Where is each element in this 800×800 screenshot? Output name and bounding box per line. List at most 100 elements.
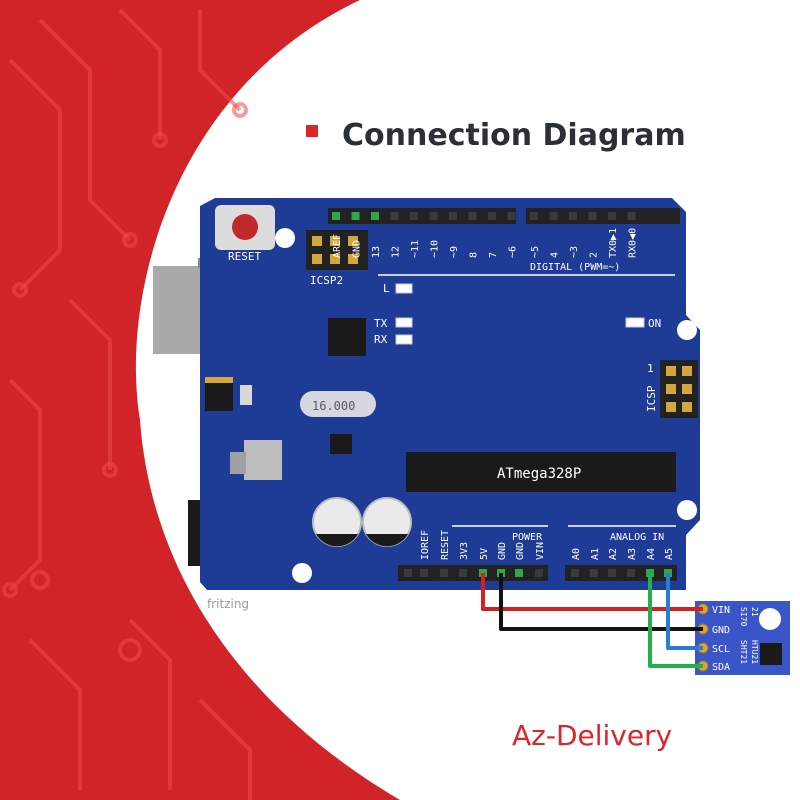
digital-pin-label: 12 [391,246,402,258]
digital-pin-socket [351,212,360,220]
digital-pin-socket [507,212,516,220]
digital-pin-label: RX0◀0 [628,228,639,258]
power-pin-label: 3V3 [459,542,470,560]
title-bullet [306,125,318,137]
analog-pin-socket [571,569,579,577]
digital-pin-socket [530,212,538,220]
analog-pin-label: A1 [590,548,601,560]
wires [481,573,703,668]
brand-logo: Az-Delivery [512,719,672,752]
analog-pin-label: A3 [627,548,638,560]
analog-pin-socket [608,569,616,577]
analog-pin-socket [627,569,635,577]
page-title: Connection Diagram [342,118,686,153]
digital-pin-label: ~9 [449,246,460,258]
analog-pin-label: A5 [664,548,675,560]
digital-pin-socket [608,212,616,220]
power-label: POWER [512,532,543,543]
resistor [240,385,252,405]
red-background [0,0,400,800]
digital-pin-socket [332,212,340,220]
power-pin-label: RESET [440,530,451,560]
digital-header-right [526,208,680,224]
reset-button-cap[interactable] [232,214,258,240]
analog-pin-label: A0 [571,548,582,560]
icsp2-header [306,230,368,270]
sensor-mount-hole [759,608,781,630]
led-l [395,283,413,294]
digital-pin-socket [429,212,438,220]
atmega-chip [406,452,676,492]
digital-pin-socket [488,212,496,220]
circuit-pads [2,102,248,662]
analog-label: ANALOG IN [610,532,664,543]
digital-pin-socket [588,212,597,220]
power-pin-label: IOREF [420,530,431,560]
analog-pin-socket [590,569,598,577]
power-pin-label: VIN [535,542,546,560]
digital-pin-label: ~3 [569,246,580,258]
digital-pin-label: TX0▶1 [608,228,619,258]
power-pin-label: 5V [479,548,490,560]
wire-blue [666,573,703,650]
led-rx-label: RX [374,333,388,346]
sensor-pin-label: SDA [712,662,730,673]
digital-label: DIGITAL (PWM=~) [530,262,620,273]
chip-label: ATmega328P [497,466,581,482]
digital-pin-sockets [332,212,636,220]
wire-green [648,573,703,668]
digital-pin-label: ~6 [508,246,519,258]
crystal-label: 16.000 [312,399,355,413]
led-tx-label: TX [374,317,388,330]
mount-hole [275,228,295,248]
digital-pin-socket [468,212,477,220]
icsp-pin1-label: 1 [647,362,654,375]
analog-pin-label: A4 [646,548,657,560]
digital-pin-socket [569,212,577,220]
digital-pin-socket [390,212,399,220]
sensor-pin-label: SCL [712,644,730,655]
led-tx [395,317,413,328]
digital-pin-label: 7 [488,252,499,258]
reset-label: RESET [228,250,261,263]
circuit-traces [8,8,252,800]
power-pin-socket [420,569,428,577]
fritzing-credit: fritzing [207,597,249,611]
crystal [300,391,376,417]
digital-pin-label: AREF [332,234,343,258]
led-on [625,317,645,328]
analog-header [565,565,677,581]
wire-black [499,573,703,631]
capacitor-band [366,534,408,547]
power-pin-socket [459,569,467,577]
digital-pin-label: 8 [469,252,480,258]
voltage-regulator [244,440,282,480]
mount-hole [677,500,697,520]
sensor-model-line: SI70 [739,607,748,626]
power-pin-socket [535,569,543,577]
digital-pin-label: ~5 [530,246,541,258]
power-pin-socket [440,569,448,577]
led-on-label: ON [648,317,661,330]
digital-pin-label: 4 [550,252,561,258]
digital-pin-label: ~11 [410,240,421,258]
mount-hole [677,320,697,340]
digital-pin-socket [549,212,558,220]
digital-pin-socket [371,212,379,220]
digital-pin-socket [410,212,418,220]
power-pin-label: GND [497,542,508,560]
usb-chip [328,318,366,356]
power-header [398,565,548,581]
icsp2-label: ICSP2 [310,274,343,287]
sensor-model-line: SHT21 [739,640,748,664]
sensor-pin-label: VIN [712,605,730,616]
digital-pin-label: 2 [589,252,600,258]
mount-hole [292,563,312,583]
diode-band [205,377,233,383]
brand-left: Az [512,719,546,752]
digital-pin-label: GND [352,240,363,258]
